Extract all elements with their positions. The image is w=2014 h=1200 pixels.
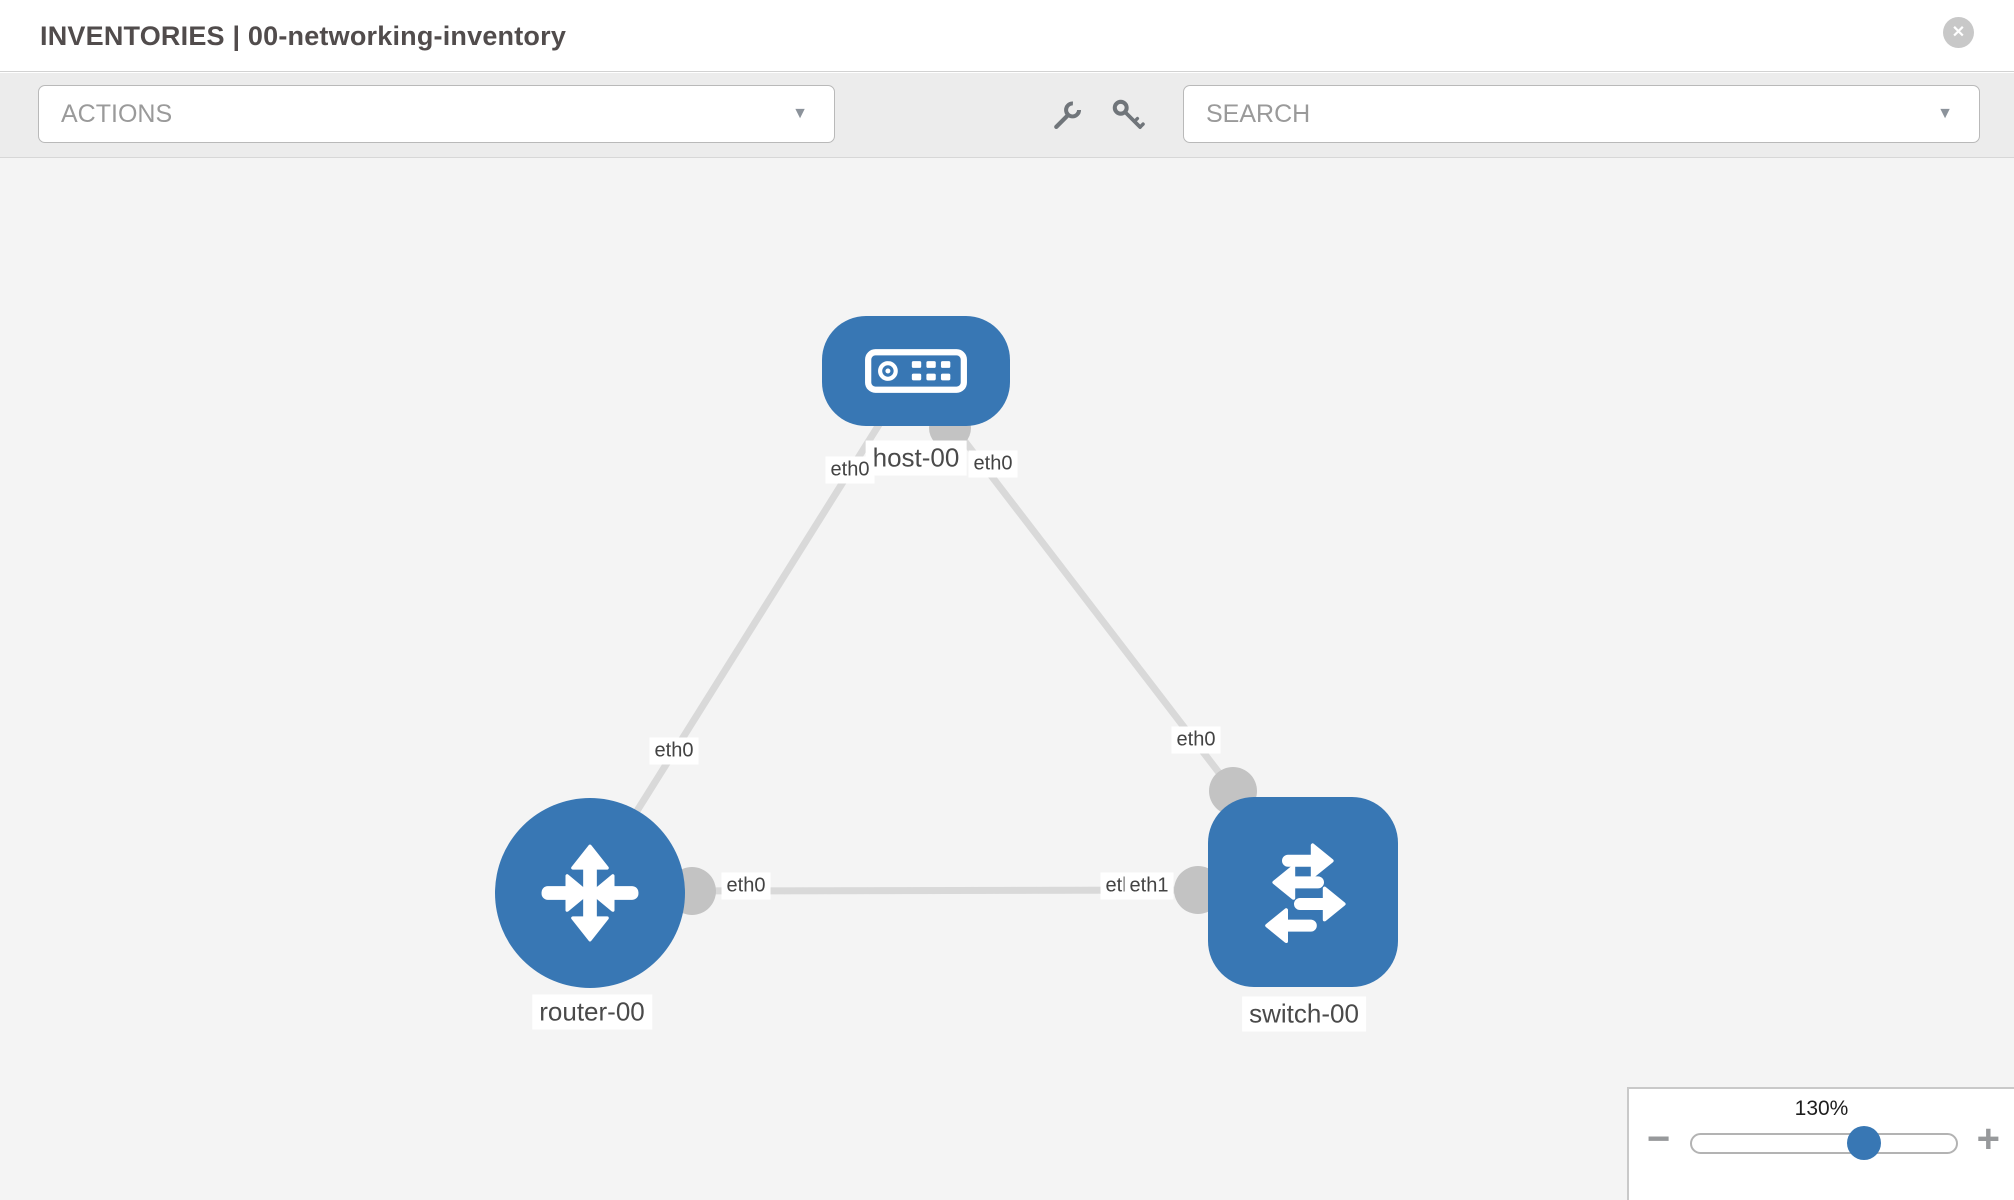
node-label-router-00: router-00	[532, 994, 652, 1030]
zoom-slider-thumb[interactable]	[1847, 1126, 1881, 1160]
page-title: INVENTORIES | 00-networking-inventory	[40, 21, 567, 51]
node-router-00[interactable]	[495, 798, 685, 988]
configure-button[interactable]	[1040, 89, 1094, 143]
interface-label: eth0	[825, 456, 875, 484]
toolbar: ACTIONS ▼ SEARCH ▼	[0, 73, 2014, 158]
header: INVENTORIES | 00-networking-inventory ✕	[0, 0, 2014, 72]
wrench-icon	[1053, 100, 1081, 129]
zoom-level: 130%	[1794, 1097, 1849, 1120]
topology-canvas[interactable]: host-00 router-00 switch-00 eth0 eth0 et…	[0, 158, 2014, 1200]
router-icon	[541, 844, 639, 942]
interface-label: eth0	[1171, 726, 1221, 754]
close-button[interactable]: ✕	[1943, 17, 1974, 48]
interface-label: eth0	[649, 737, 699, 765]
close-icon: ✕	[1951, 23, 1966, 41]
topology-links	[597, 407, 1257, 915]
interface-label: eth0	[721, 872, 771, 900]
interface-label: eth0	[968, 450, 1018, 478]
node-switch-00[interactable]	[1208, 797, 1398, 987]
zoom-out-button[interactable]: −	[1647, 1117, 1671, 1161]
search-dropdown[interactable]: SEARCH ▼	[1183, 85, 1980, 143]
node-label-host-00: host-00	[865, 440, 967, 476]
zoom-in-button[interactable]: +	[1976, 1117, 2000, 1161]
caret-down-icon: ▼	[1937, 105, 1953, 122]
actions-dropdown[interactable]: ACTIONS ▼	[38, 85, 835, 143]
switch-icon	[1265, 843, 1346, 943]
credentials-button[interactable]	[1102, 89, 1156, 143]
interface-label: eth1	[1124, 872, 1174, 900]
caret-down-icon: ▼	[792, 105, 808, 122]
zoom-slider-track[interactable]	[1690, 1126, 1958, 1160]
node-host-00[interactable]	[822, 316, 1010, 426]
node-label-switch-00: switch-00	[1242, 996, 1366, 1032]
search-dropdown-label: SEARCH	[1206, 99, 1311, 128]
zoom-control: 130% − +	[1627, 1087, 2014, 1200]
link-host-router[interactable]	[597, 413, 888, 872]
host-icon	[865, 349, 967, 393]
actions-dropdown-label: ACTIONS	[61, 99, 173, 128]
key-icon	[1112, 99, 1145, 129]
